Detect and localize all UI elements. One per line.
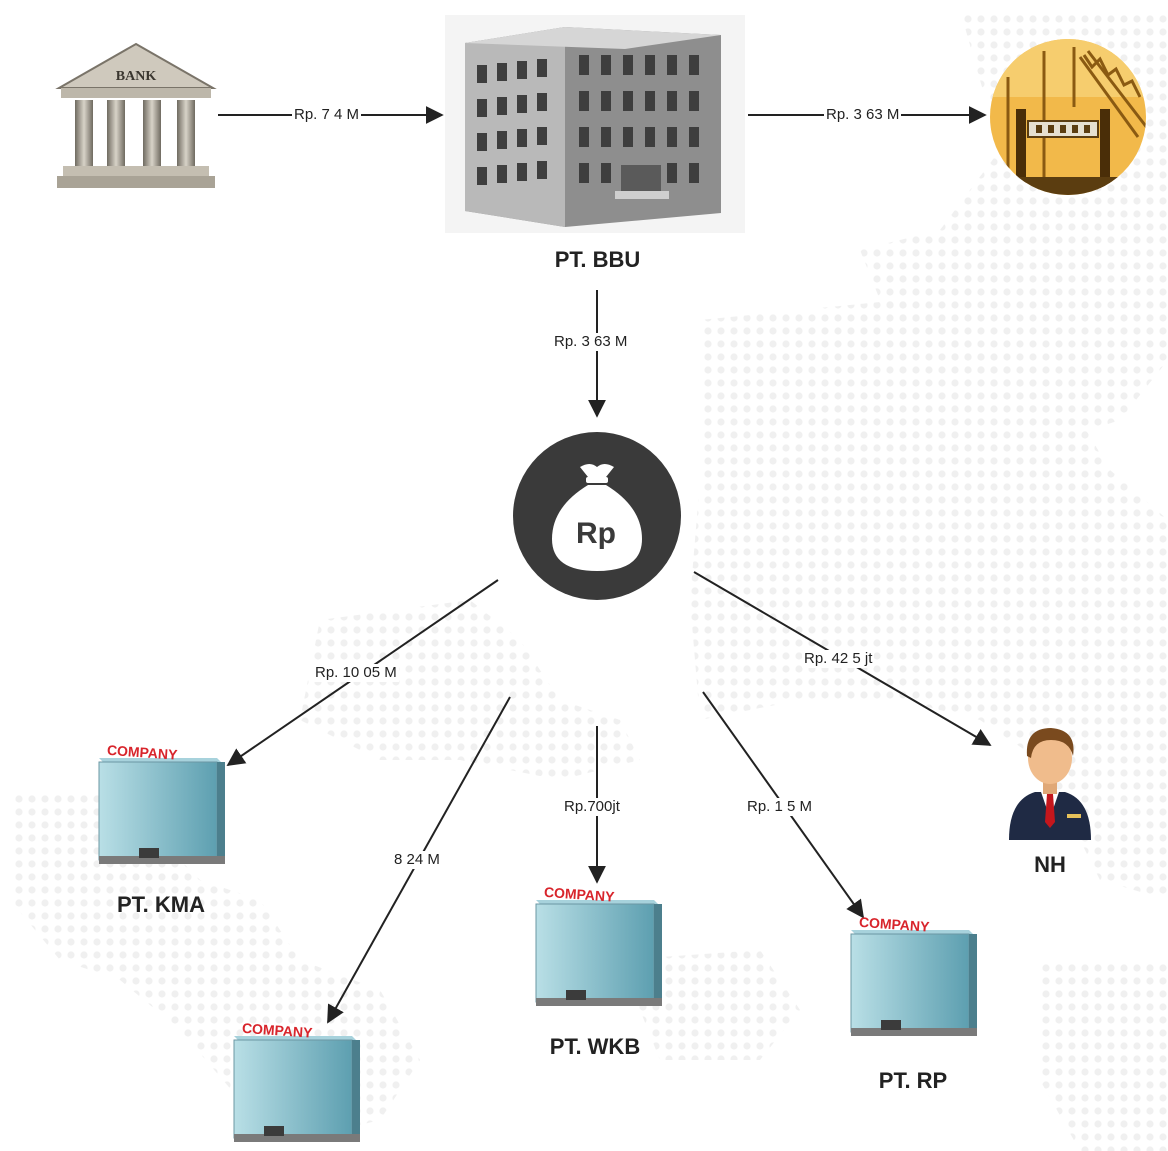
office-building-icon [445, 15, 745, 233]
company-building-icon-wkb: COMPANY [535, 884, 662, 1006]
edge-label-bbu-to-fund: Rp. 3 63 M [552, 333, 630, 351]
bank-icon: BANK [55, 42, 217, 188]
node-label-nh: NH [1034, 852, 1066, 877]
company-sign-text: COMPANY [241, 1020, 313, 1041]
company-sign-text: COMPANY [543, 884, 615, 905]
company-sign-text: COMPANY [106, 742, 178, 763]
edge-label-fund-to-rp: Rp. 1 5 M [745, 798, 815, 816]
company-building-icon-unlabeled: COMPANY [233, 1020, 360, 1142]
bank-sign-text: BANK [116, 69, 157, 84]
node-label-bbu: PT. BBU [554, 247, 641, 272]
edge-label-bank-to-bbu: Rp. 7 4 M [292, 106, 362, 124]
edge-label-bbu-to-project: Rp. 3 63 M [824, 106, 902, 124]
edge-label-fund-to-nh: Rp. 42 5 jt [802, 650, 875, 668]
company-building-icon-rp: COMPANY [850, 914, 977, 1036]
fund-symbol-text: Rp [576, 517, 616, 550]
edge-label-fund-to-kma: Rp. 10 05 M [313, 664, 399, 682]
construction-site-icon [990, 39, 1146, 195]
edge-label-fund-to-wkb: Rp.700jt [562, 798, 622, 816]
businessman-icon [1009, 728, 1091, 840]
node-label-wkb: PT. WKB [549, 1034, 641, 1059]
company-building-icon-kma: COMPANY [98, 742, 225, 864]
node-label-kma: PT. KMA [117, 892, 205, 917]
money-bag-icon: Rp [513, 432, 681, 600]
company-sign-text: COMPANY [858, 914, 930, 935]
edge-label-fund-to-company5: 8 24 M [392, 851, 442, 869]
node-label-rp: PT. RP [878, 1068, 948, 1093]
